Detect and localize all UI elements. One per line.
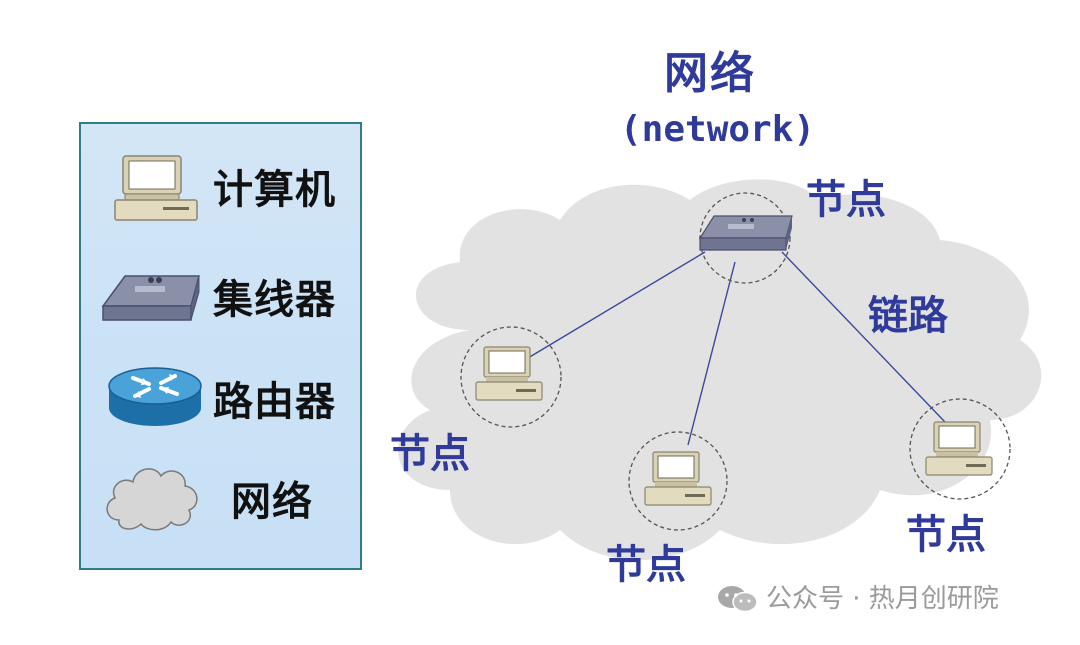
legend-label-network: 网络 [231, 479, 313, 525]
computer-node-right-icon [925, 421, 993, 476]
link-hub-right [781, 251, 946, 423]
node-label-left: 节点 [390, 431, 470, 477]
network-cloud [397, 179, 1042, 560]
node-circle-bottom [628, 431, 728, 531]
link-hub-left [527, 251, 706, 359]
legend-panel: 计算机 集线器 路由器 网络 [79, 122, 362, 570]
node-label-hub: 节点 [806, 177, 886, 223]
computer-node-bottom-icon [644, 451, 712, 506]
computer-icon [114, 155, 198, 221]
node-circle-right [909, 398, 1011, 500]
router-icon [108, 367, 202, 426]
network-title-en: (network) [620, 109, 816, 150]
legend-label-hub: 集线器 [213, 277, 336, 323]
link-label: 链路 [868, 293, 948, 339]
computer-node-left-icon [475, 346, 543, 401]
network-title-cn: 网络 [664, 48, 756, 99]
node-circle-left [460, 326, 562, 428]
hub-icon [101, 275, 200, 321]
legend-label-router: 路由器 [213, 379, 336, 425]
link-hub-bottom [687, 261, 736, 446]
node-label-right: 节点 [906, 512, 986, 558]
cloud-icon [106, 468, 198, 531]
hub-device-icon [698, 215, 793, 251]
links [527, 251, 946, 446]
watermark-text: 公众号 · 热月创研院 [766, 584, 999, 614]
wechat-icon [718, 586, 758, 613]
legend-label-computer: 计算机 [213, 167, 336, 213]
node-label-bottom: 节点 [606, 542, 686, 588]
